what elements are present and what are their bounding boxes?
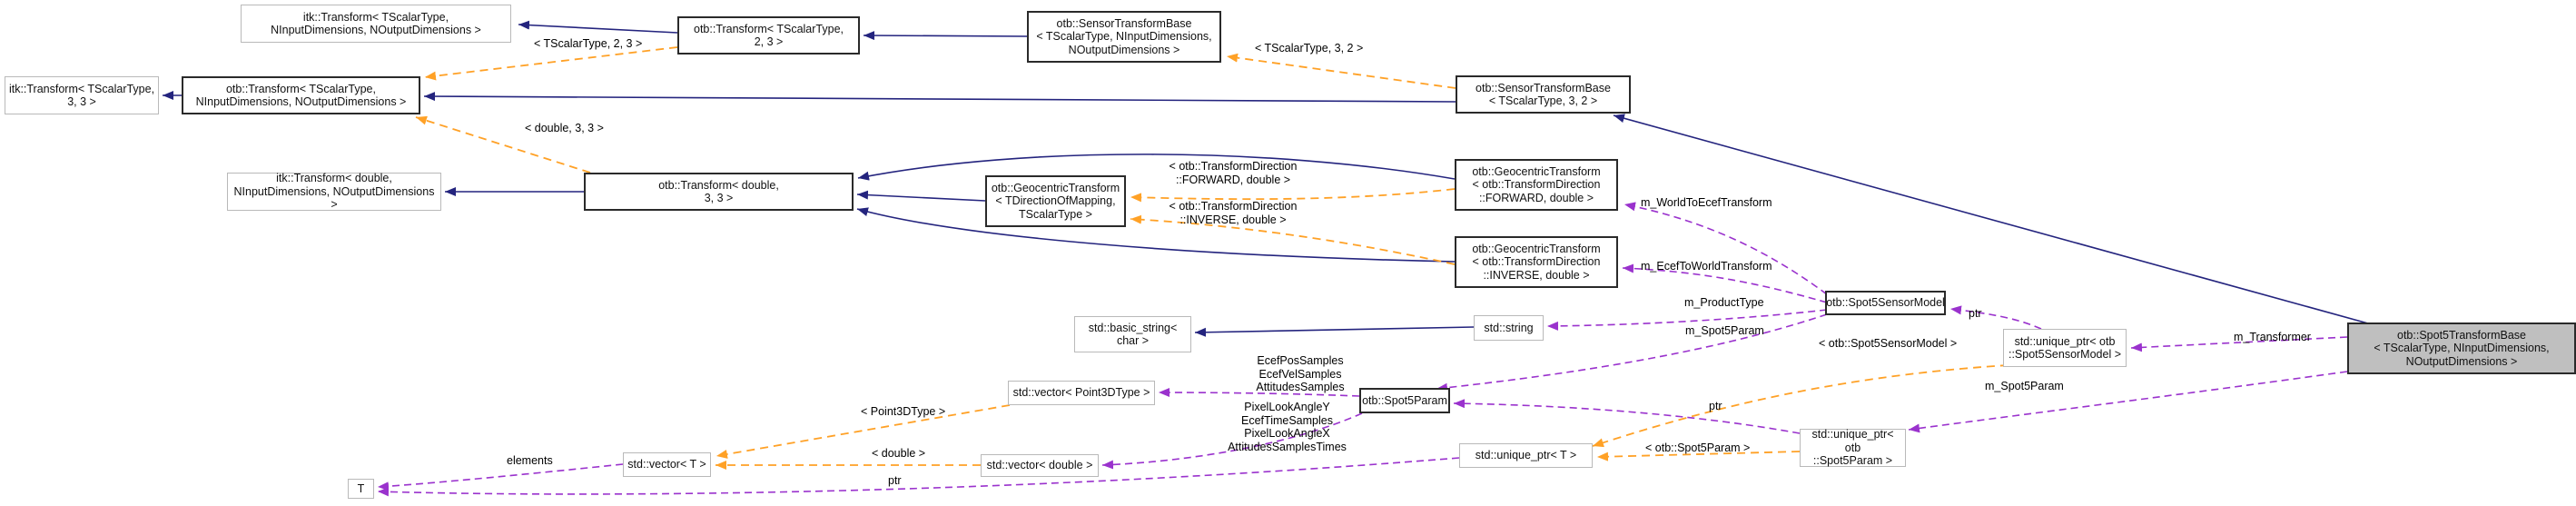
node-std-unique-ptr-t: std::unique_ptr< T > [1459,443,1593,468]
edge-member-elements [377,463,624,491]
node-t: T [348,479,374,499]
edge-template-point3d [716,404,1011,459]
node-sensor-transform-base-generic[interactable]: otb::SensorTransformBase < TScalarType, … [1027,11,1221,63]
edge-member-samples-point3d [1158,388,1360,398]
edge-member-ptr-spot5param [1453,399,1801,434]
edge-inherit-string-basicstring [1194,326,1475,337]
edge-member-spot5param-right [1908,371,2348,433]
edge-member-eceftoworld [1622,263,1828,303]
edge-template-ts23 [424,46,678,81]
edge-label-ptr-spot5param: ptr [1709,400,1722,412]
edge-label-ecef-to-world: m_EcefToWorldTransform [1641,260,1772,273]
node-sensor-transform-base-32[interactable]: otb::SensorTransformBase < TScalarType, … [1456,75,1631,114]
node-std-vector-double: std::vector< double > [981,454,1099,477]
edge-inherit-geoinverse-otbtransformd33 [856,207,1456,263]
edge-label-template-unique-sensormodel: < otb::Spot5SensorModel > [1819,337,1958,350]
edge-label-ptr-vector: ptr [888,474,902,487]
node-otb-transform-double-33[interactable]: otb::Transform< double, 3, 3 > [584,173,854,211]
edge-template-forward [1130,188,1456,203]
edge-label-template-d33: < double, 3, 3 > [525,122,604,134]
edge-member-spot5param-left [1436,313,1828,392]
edge-label-template-unique-spot5param: < otb::Spot5Param > [1645,442,1751,454]
edge-label-ptr-sensormodel: ptr [1969,307,1982,320]
edge-label-template-ts23: < TScalarType, 2, 3 > [534,37,643,50]
edge-template-d33 [415,115,591,174]
node-otb-transform-tscalar-23[interactable]: otb::Transform< TScalarType, 2, 3 > [677,16,860,55]
node-std-string: std::string [1474,315,1544,341]
edge-member-ptr-sensormodel [1949,305,2042,330]
edge-label-samples-double: PixelLookAngleY EcefTimeSamples PixelLoo… [1228,401,1347,453]
edge-label-template-forward: < otb::TransformDirection ::FORWARD, dou… [1169,160,1298,186]
node-std-basic-string: std::basic_string< char > [1074,316,1191,352]
edge-member-worldtoecef [1624,202,1828,295]
node-spot5-sensor-model[interactable]: otb::Spot5SensorModel [1825,291,1946,315]
edge-label-spot5param-left: m_Spot5Param [1685,324,1764,337]
edge-label-template-ts32: < TScalarType, 3, 2 > [1255,42,1364,55]
edge-template-ts32 [1226,53,1456,89]
node-geocentric-transform-inverse[interactable]: otb::GeocentricTransform < otb::Transfor… [1455,236,1618,288]
node-std-vector-t: std::vector< T > [623,452,711,477]
edge-inherit-otbtransform23-itktransform [518,20,678,34]
edge-label-template-point3d: < Point3DType > [861,405,946,418]
node-geocentric-transform-generic[interactable]: otb::GeocentricTransform < TDirectionOfM… [985,175,1126,227]
node-spot5-transform-base-focus: otb::Spot5TransformBase < TScalarType, N… [2347,322,2576,374]
edge-label-template-inverse: < otb::TransformDirection ::INVERSE, dou… [1169,200,1298,226]
edge-inherit-sensorbase32-otbtransform [423,92,1456,103]
edge-label-spot5param-right: m_Spot5Param [1985,380,2064,392]
edge-label-elements: elements [507,454,553,467]
edge-template-inverse [1130,214,1456,265]
edge-label-world-to-ecef: m_WorldToEcefTransform [1641,196,1772,209]
node-std-vector-point3d: std::vector< Point3DType > [1008,381,1155,405]
edge-inherit-sensorbase-otbtransform23 [863,31,1028,41]
edge-template-uniq-sensormodel [1592,364,2009,448]
edge-label-transformer: m_Transformer [2234,331,2311,343]
node-geocentric-transform-forward[interactable]: otb::GeocentricTransform < otb::Transfor… [1455,159,1618,211]
edge-label-product-type: m_ProductType [1684,296,1764,309]
edge-inherit-geocentric-otbtransformd33 [856,190,986,202]
edge-label-samples-point3d: EcefPosSamples EcefVelSamples AttitudesS… [1256,354,1345,393]
edge-inherit-geoforward-otbtransformd33 [857,154,1456,181]
node-itk-transform-tscalar-generic: itk::Transform< TScalarType, NInputDimen… [241,5,511,43]
node-itk-transform-tscalar-33: itk::Transform< TScalarType, 3, 3 > [5,76,159,114]
node-std-unique-ptr-spot5-param: std::unique_ptr< otb ::Spot5Param > [1800,428,1906,467]
edge-inherit-main-sensorbase32 [1613,114,2369,324]
node-otb-transform-tscalar-generic[interactable]: otb::Transform< TScalarType, NInputDimen… [182,76,420,114]
edge-member-samples-double [1101,412,1363,470]
node-spot5-param[interactable]: otb::Spot5Param [1359,388,1450,413]
node-std-unique-ptr-spot5-sensor-model: std::unique_ptr< otb ::Spot5SensorModel … [2003,329,2127,367]
edge-member-transformer [2130,336,2348,352]
edge-template-uniq-spot5param [1596,451,1801,461]
node-itk-transform-double-generic: itk::Transform< double, NInputDimensions… [227,172,441,211]
edge-label-template-double: < double > [872,447,926,460]
